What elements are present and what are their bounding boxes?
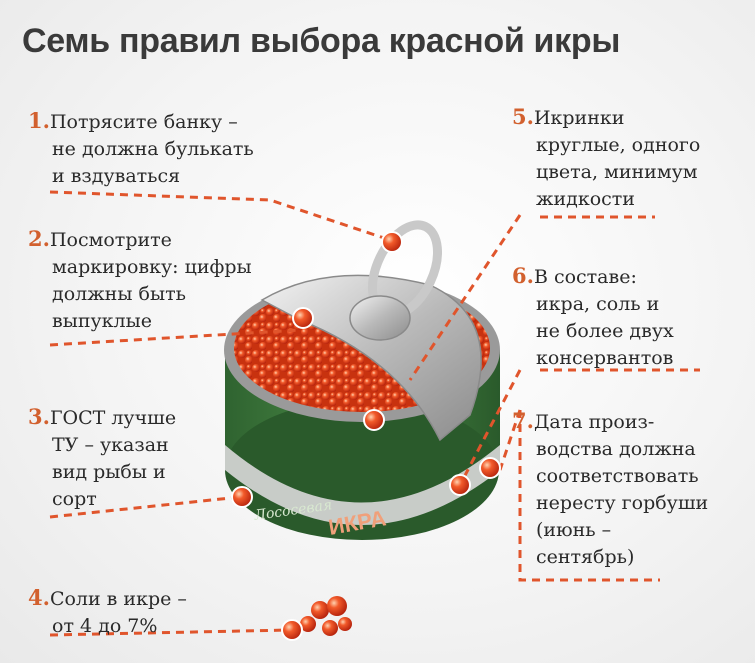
can-body: ИКРА Лососевая <box>224 220 500 540</box>
rule-2: 2.Посмотрите маркировку: цифры должны бы… <box>28 226 252 332</box>
pull-ring-icon <box>349 220 442 341</box>
rule-number: 1. <box>28 108 50 133</box>
rule-number: 5. <box>512 104 534 129</box>
marker-dots <box>231 231 501 641</box>
rule-7: 7.Дата произ- водства должна соответство… <box>512 408 709 568</box>
rule-6: 6.В составе: икра, соль и не более двух … <box>512 263 674 369</box>
page-title: Семь правил выбора красной икры <box>22 22 621 60</box>
rule-4: 4.Соли в икре – от 4 до 7% <box>28 585 187 637</box>
rule-number: 4. <box>28 585 50 610</box>
rule-number: 6. <box>512 263 534 288</box>
rule-number: 3. <box>28 404 50 429</box>
rule-number: 7. <box>512 408 534 433</box>
scattered-caviar <box>300 596 352 636</box>
rule-5: 5.Икринки круглые, одного цвета, минимум… <box>512 104 701 210</box>
rule-1: 1.Потрясите банку – не должна булькать и… <box>28 108 254 187</box>
rule-number: 2. <box>28 226 50 251</box>
rule-3: 3.ГОСТ лучше ТУ – указан вид рыбы и сорт <box>28 404 177 510</box>
leader-lines <box>49 190 700 637</box>
